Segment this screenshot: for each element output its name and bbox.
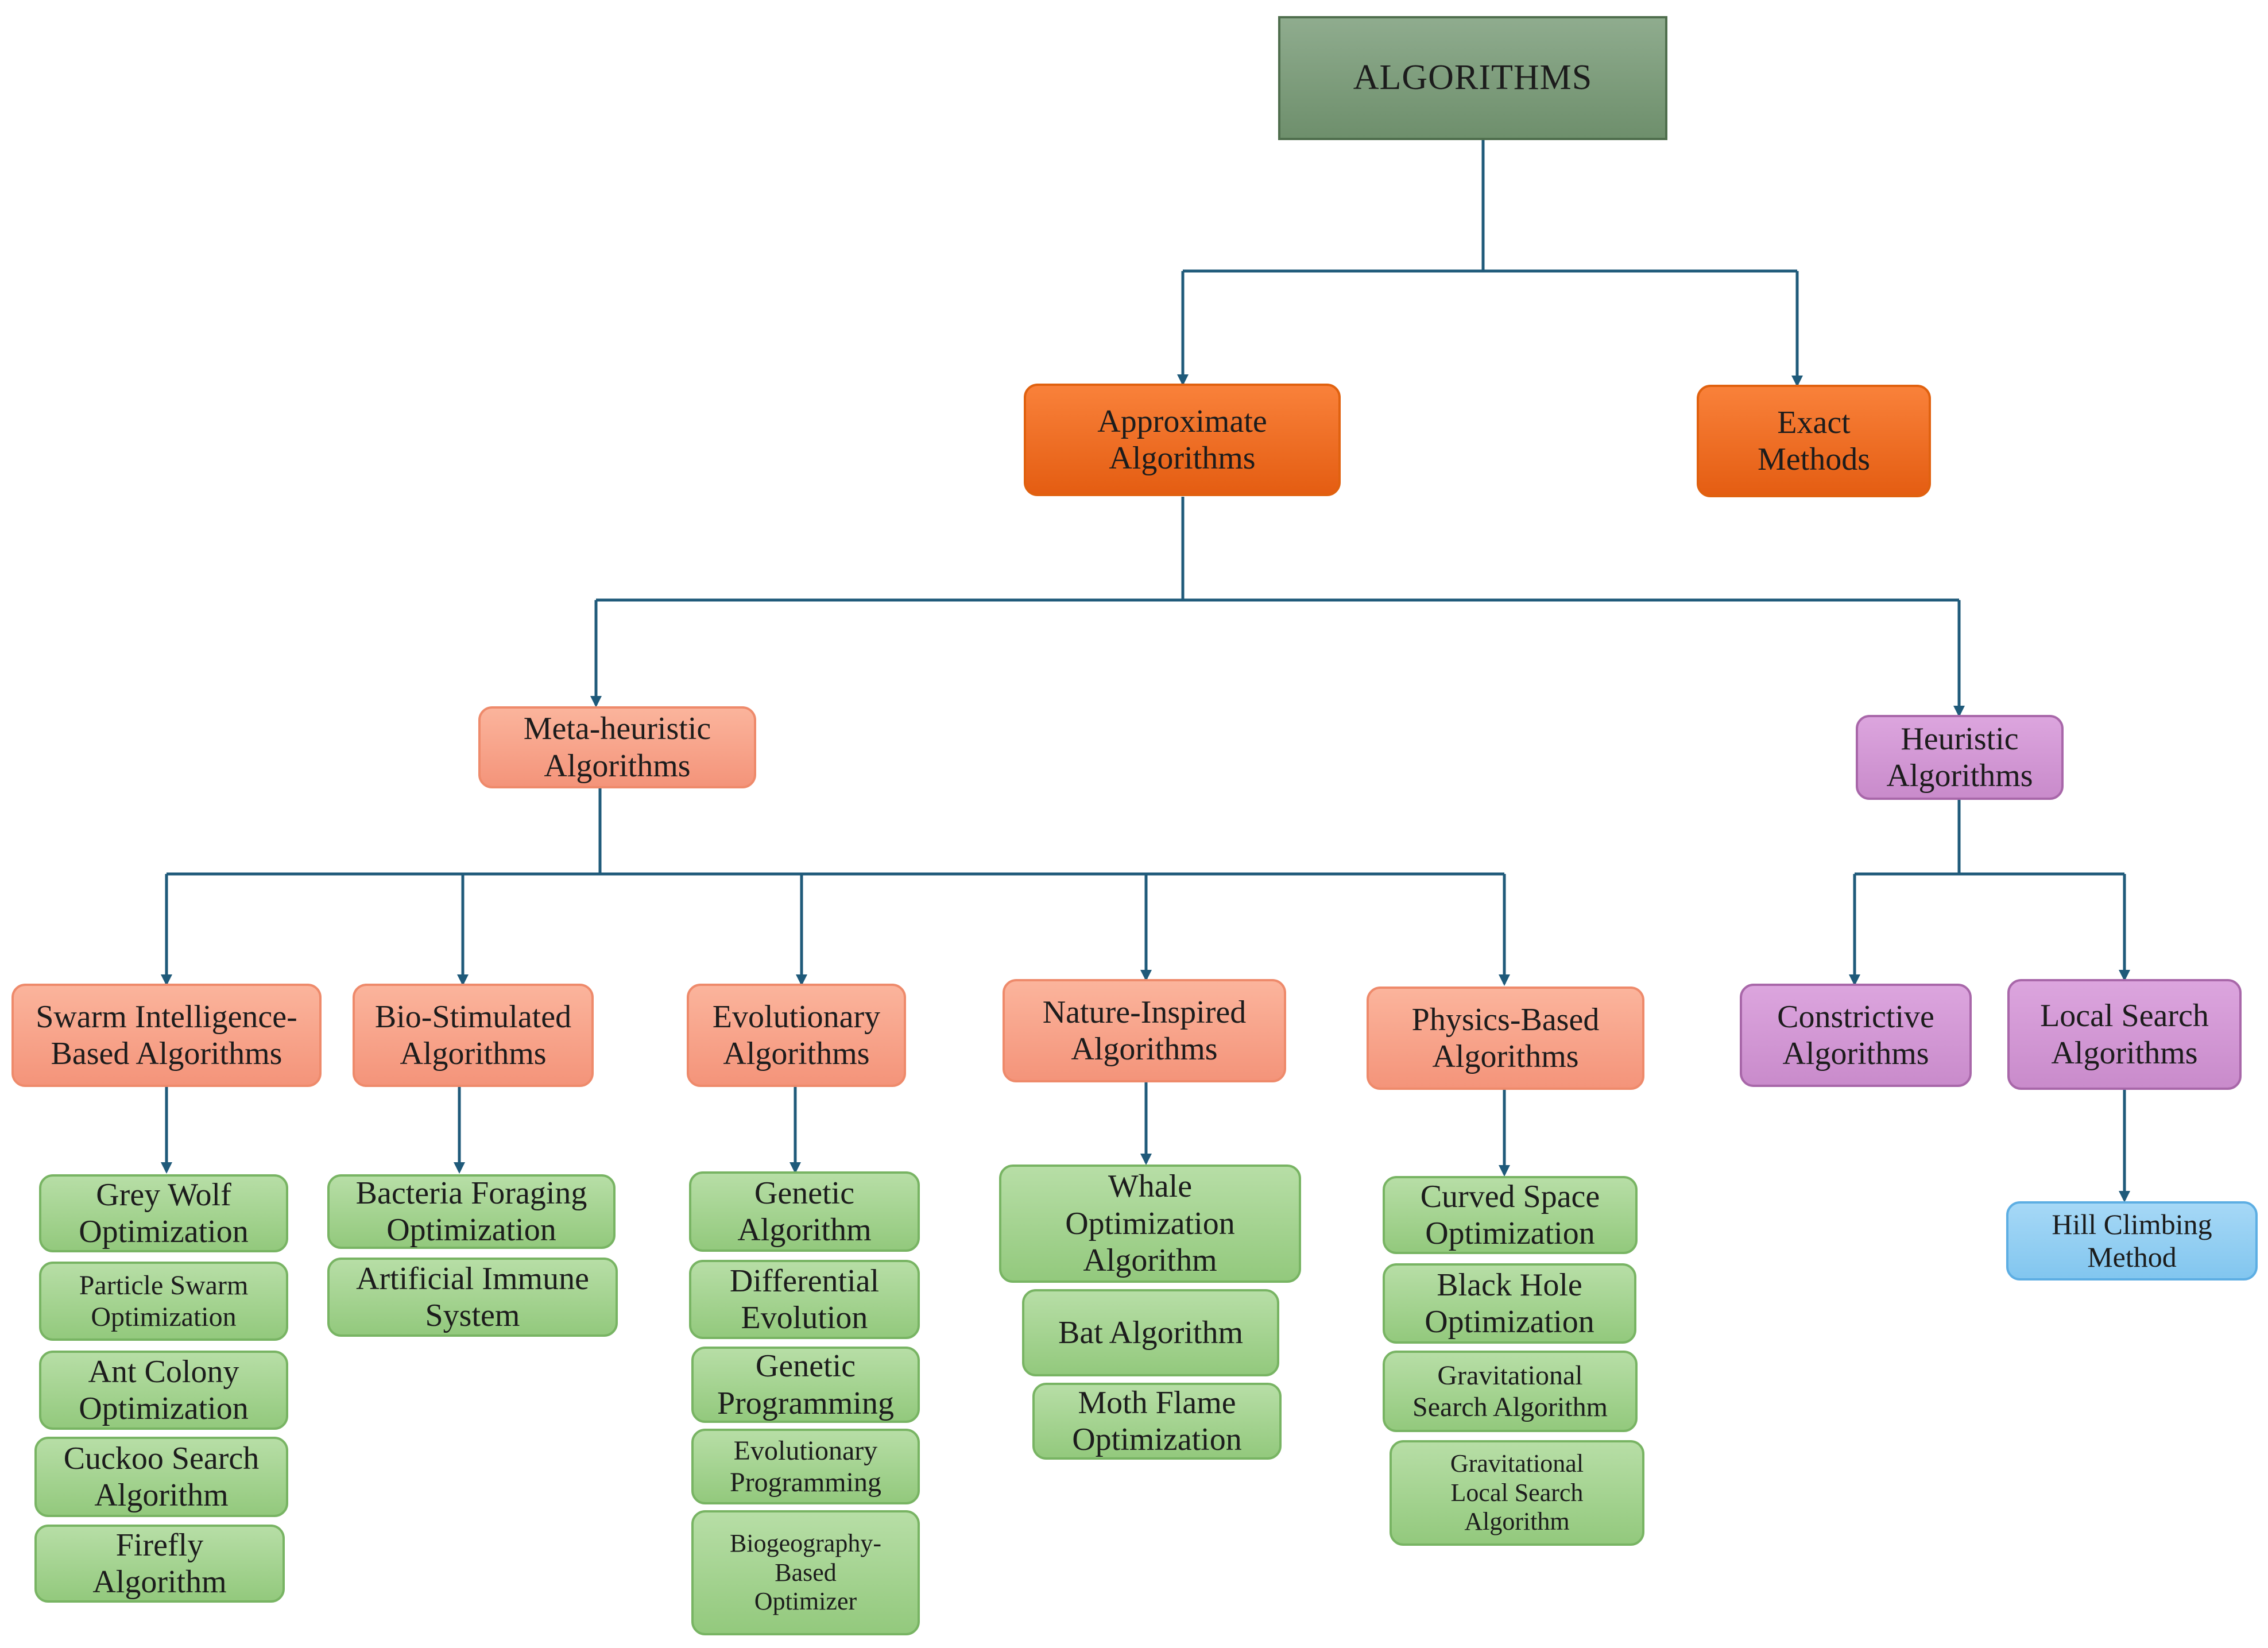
node-genetic-programming: Genetic Programming bbox=[691, 1347, 920, 1423]
node-cuckoo-search-algorithm: Cuckoo Search Algorithm bbox=[34, 1437, 288, 1517]
node-local-search-algorithms: Local Search Algorithms bbox=[2007, 979, 2242, 1090]
node-differential-evolution: Differential Evolution bbox=[689, 1260, 920, 1339]
node-black-hole-optimization: Black Hole Optimization bbox=[1383, 1263, 1636, 1344]
node-firefly-algorithm: Firefly Algorithm bbox=[34, 1525, 285, 1603]
node-bat-algorithm: Bat Algorithm bbox=[1022, 1289, 1279, 1376]
node-ant-colony-optimization: Ant Colony Optimization bbox=[39, 1351, 288, 1430]
node-artificial-immune-system: Artificial Immune System bbox=[327, 1258, 618, 1337]
node-bacteria-foraging-optimization: Bacteria Foraging Optimization bbox=[327, 1174, 616, 1249]
node-genetic-algorithm: Genetic Algorithm bbox=[689, 1171, 920, 1252]
node-gravitational-local-search-algorithm: Gravitational Local Search Algorithm bbox=[1390, 1440, 1644, 1546]
node-swarm-intelligence-algorithms: Swarm Intelligence- Based Algorithms bbox=[11, 984, 322, 1087]
node-biogeography-based-optimizer: Biogeography- Based Optimizer bbox=[691, 1510, 920, 1635]
node-approximate-algorithms: Approximate Algorithms bbox=[1024, 384, 1341, 496]
node-heuristic-algorithms: Heuristic Algorithms bbox=[1856, 715, 2064, 800]
edge-approx-bus bbox=[596, 497, 1959, 602]
node-physics-based-algorithms: Physics-Based Algorithms bbox=[1367, 987, 1644, 1090]
edge-heur-bus bbox=[1855, 800, 2124, 876]
node-evolutionary-programming: Evolutionary Programming bbox=[691, 1429, 920, 1504]
edge-meta-bus bbox=[167, 788, 1504, 876]
node-nature-inspired-algorithms: Nature-Inspired Algorithms bbox=[1003, 979, 1286, 1082]
node-moth-flame-optimization: Moth Flame Optimization bbox=[1032, 1383, 1282, 1460]
node-exact-methods: Exact Methods bbox=[1697, 385, 1931, 497]
node-grey-wolf-optimization: Grey Wolf Optimization bbox=[39, 1174, 288, 1252]
node-particle-swarm-optimization: Particle Swarm Optimization bbox=[39, 1262, 288, 1341]
edge-root-bus bbox=[1183, 139, 1797, 273]
node-constrictive-algorithms: Constrictive Algorithms bbox=[1740, 984, 1972, 1087]
node-gravitational-search-algorithm: Gravitational Search Algorithm bbox=[1383, 1351, 1638, 1432]
node-bio-stimulated-algorithms: Bio-Stimulated Algorithms bbox=[353, 984, 594, 1087]
node-evolutionary-algorithms: Evolutionary Algorithms bbox=[687, 984, 906, 1087]
node-curved-space-optimization: Curved Space Optimization bbox=[1383, 1176, 1638, 1254]
node-hill-climbing-method: Hill Climbing Method bbox=[2006, 1201, 2258, 1281]
node-algorithms-root: ALGORITHMS bbox=[1278, 16, 1667, 140]
node-metaheuristic-algorithms: Meta-heuristic Algorithms bbox=[478, 706, 756, 788]
node-whale-optimization-algorithm: Whale Optimization Algorithm bbox=[999, 1165, 1301, 1283]
